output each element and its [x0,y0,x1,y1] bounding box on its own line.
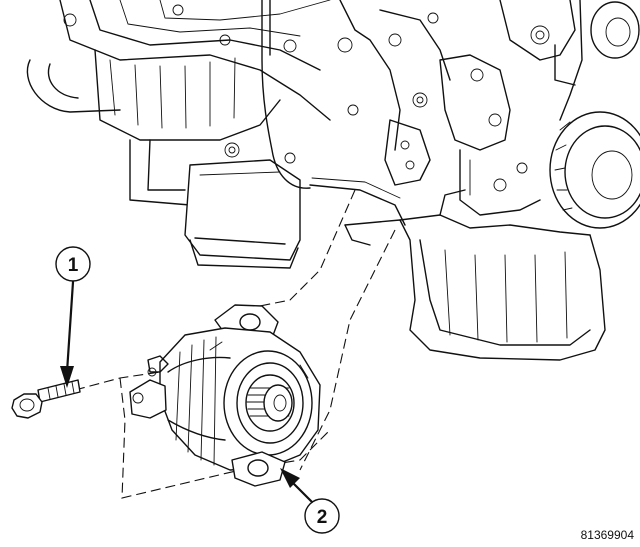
callout-1-label: 1 [68,255,79,276]
crankshaft-pulley [549,111,640,229]
alternator [129,304,321,487]
figure-id: 81369904 [581,528,635,542]
engine-block [26,0,640,361]
callout-1: 1 [55,246,91,388]
alternator-pulley [245,374,295,432]
oil-pan [344,189,606,361]
callout-1-arrowhead [60,366,74,388]
callout-2: 2 [280,468,340,534]
callout-2-arrowhead [280,468,300,488]
callout-2-label: 2 [317,507,328,528]
mounting-bolt [11,379,81,419]
